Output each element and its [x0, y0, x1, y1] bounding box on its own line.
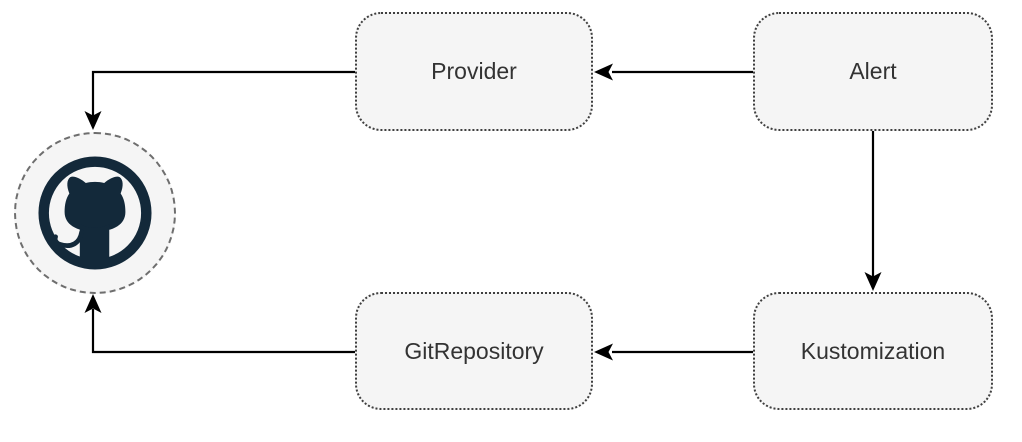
- arrowhead-left-icon: [594, 63, 613, 81]
- node-provider-label: Provider: [431, 58, 517, 84]
- node-gitrepository: GitRepository: [355, 292, 593, 410]
- node-provider: Provider: [355, 12, 593, 131]
- edge-alert-to-provider: [594, 63, 753, 81]
- arrowhead-up-icon: [84, 294, 102, 313]
- node-kustomization: Kustomization: [753, 292, 993, 410]
- node-github: [14, 132, 176, 294]
- arrowhead-down-icon: [864, 272, 882, 291]
- edge-gitrepository-to-github: [84, 294, 355, 354]
- edge-alert-to-kustomization: [864, 131, 882, 291]
- arrowhead-down-icon: [84, 111, 102, 130]
- arrowhead-left-icon: [594, 343, 613, 361]
- node-alert-label: Alert: [849, 58, 897, 84]
- github-octocat-icon: [38, 156, 152, 270]
- edge-provider-to-github: [84, 70, 355, 130]
- node-gitrepository-label: GitRepository: [404, 337, 544, 364]
- edge-kustomization-to-gitrepository: [594, 343, 753, 361]
- node-alert: Alert: [753, 12, 993, 131]
- node-kustomization-label: Kustomization: [800, 337, 946, 364]
